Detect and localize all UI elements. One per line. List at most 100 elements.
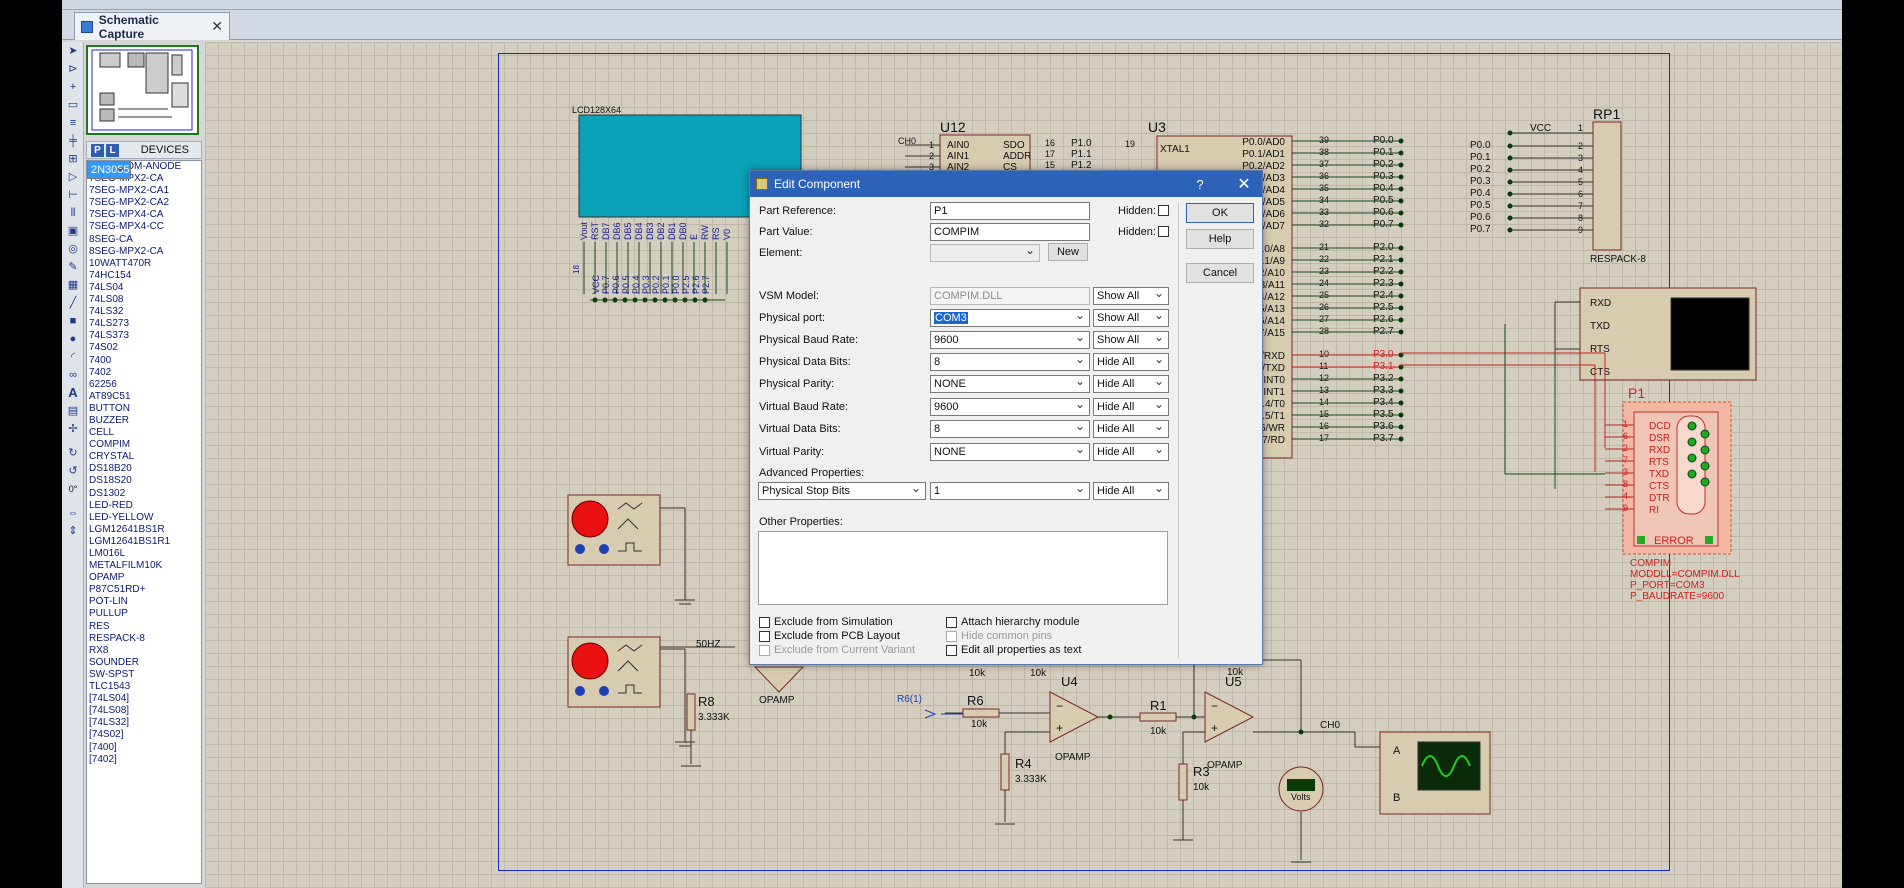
device-item[interactable]: 7SEG-MPX4-CA bbox=[89, 209, 164, 221]
subcircuit-tool-icon[interactable]: ⊞ bbox=[68, 153, 78, 165]
physical-parity-visibility-select[interactable]: Hide All bbox=[1093, 373, 1169, 393]
exclude-variant-checkbox[interactable] bbox=[759, 645, 770, 656]
circle-tool-icon[interactable]: ● bbox=[69, 333, 77, 345]
device-item[interactable]: 74LS08 bbox=[89, 294, 124, 306]
symbol-tool-icon[interactable]: ▤ bbox=[67, 405, 79, 417]
part-reference-field[interactable]: P1 bbox=[930, 202, 1090, 220]
attach-hierarchy-checkbox[interactable] bbox=[946, 617, 957, 628]
device-item[interactable]: 74LS273 bbox=[89, 318, 130, 330]
device-item[interactable]: RESPACK-8 bbox=[89, 632, 145, 644]
pin-tool-icon[interactable]: ⊢ bbox=[68, 189, 78, 201]
mirror-x-icon[interactable]: ⇔ bbox=[67, 507, 79, 519]
physical-parity-select[interactable]: NONE bbox=[930, 373, 1090, 393]
physical-data-bits-visibility-select[interactable]: Hide All bbox=[1093, 351, 1169, 371]
component-tool-icon[interactable]: ⊳ bbox=[68, 63, 78, 75]
physical-data-bits-select[interactable]: 8 bbox=[930, 351, 1090, 371]
tape-tool-icon[interactable]: ▣ bbox=[67, 225, 79, 237]
device-item[interactable]: BUZZER bbox=[89, 414, 129, 426]
device-item[interactable]: 10WATT470R bbox=[89, 257, 152, 269]
tab-schematic-capture[interactable]: Schematic Capture ✕ bbox=[74, 12, 230, 41]
ok-button[interactable]: OK bbox=[1186, 203, 1254, 223]
device-item[interactable]: [7402] bbox=[89, 753, 117, 765]
select-tool-icon[interactable]: ➤ bbox=[68, 45, 78, 57]
vsm-model-field[interactable]: COMPIM.DLL bbox=[930, 287, 1090, 305]
graph-tool-icon[interactable]: ⫴ bbox=[70, 207, 76, 219]
overview-panel[interactable] bbox=[86, 45, 199, 135]
device-item[interactable]: [74LS04] bbox=[89, 693, 130, 705]
device-item[interactable]: LED-YELLOW bbox=[89, 511, 154, 523]
close-dialog-icon[interactable]: ✕ bbox=[1237, 176, 1251, 193]
device-item[interactable]: [74S02] bbox=[89, 729, 124, 741]
device-item[interactable]: 7SEG-COM-ANODE bbox=[89, 161, 182, 172]
physical-port-select[interactable]: COM3 bbox=[930, 307, 1090, 327]
device-item[interactable]: [7400] bbox=[89, 741, 117, 753]
probe-tool-icon[interactable]: ✎ bbox=[68, 261, 78, 273]
hidden-reference-checkbox[interactable] bbox=[1158, 205, 1169, 216]
virtual-baud-visibility-select[interactable]: Hide All bbox=[1093, 396, 1169, 416]
device-item[interactable]: DS18S20 bbox=[89, 475, 132, 487]
device-item[interactable]: [74LS08] bbox=[89, 705, 130, 717]
bus-tool-icon[interactable]: ╪ bbox=[69, 135, 77, 147]
device-item[interactable]: METALFILM10K bbox=[89, 560, 163, 572]
device-item[interactable]: 74LS32 bbox=[89, 306, 124, 318]
device-item[interactable]: AT89C51 bbox=[89, 390, 131, 402]
label-tool-icon[interactable]: ▭ bbox=[67, 99, 79, 111]
physical-baud-visibility-select[interactable]: Show All bbox=[1093, 329, 1169, 349]
physical-port-visibility-select[interactable]: Show All bbox=[1093, 307, 1169, 327]
device-item[interactable]: DS1302 bbox=[89, 487, 126, 499]
exclude-simulation-checkbox[interactable] bbox=[759, 617, 770, 628]
device-item[interactable]: 7400 bbox=[89, 354, 112, 366]
element-select[interactable] bbox=[930, 242, 1040, 262]
device-item[interactable]: 8SEG-MPX2-CA bbox=[89, 245, 164, 257]
part-value-field[interactable]: COMPIM bbox=[930, 223, 1090, 241]
device-item[interactable]: PULLUP bbox=[89, 608, 128, 620]
device-item[interactable]: LED-RED bbox=[89, 499, 133, 511]
library-manager-button[interactable]: L bbox=[106, 143, 119, 157]
advanced-value-select[interactable]: 1 bbox=[930, 480, 1090, 500]
device-item[interactable]: P87C51RD+ bbox=[89, 584, 146, 596]
device-item[interactable]: LGM12641BS1R bbox=[89, 523, 165, 535]
device-item[interactable]: 62256 bbox=[89, 378, 117, 390]
cancel-button[interactable]: Cancel bbox=[1186, 263, 1254, 283]
device-item[interactable]: DS18B20 bbox=[89, 463, 132, 475]
rotate-cw-icon[interactable]: ↻ bbox=[68, 447, 78, 459]
other-properties-textarea[interactable] bbox=[758, 531, 1168, 605]
device-item[interactable]: OPAMP bbox=[89, 572, 125, 584]
virtual-data-bits-select[interactable]: 8 bbox=[930, 418, 1090, 438]
device-item[interactable]: 7SEG-MPX4-CC bbox=[89, 221, 165, 233]
terminal-tool-icon[interactable]: ▷ bbox=[68, 171, 78, 183]
device-item[interactable]: CELL bbox=[89, 427, 115, 439]
advanced-property-select[interactable]: Physical Stop Bits bbox=[758, 480, 926, 500]
advanced-visibility-select[interactable]: Hide All bbox=[1093, 480, 1169, 500]
virtual-parity-visibility-select[interactable]: Hide All bbox=[1093, 441, 1169, 461]
device-item[interactable]: 74HC154 bbox=[89, 269, 132, 281]
device-item[interactable]: 7SEG-MPX2-CA2 bbox=[89, 197, 170, 209]
rotate-ccw-icon[interactable]: ↺ bbox=[68, 465, 78, 477]
help-button[interactable]: Help bbox=[1186, 229, 1254, 249]
virtual-data-bits-visibility-select[interactable]: Hide All bbox=[1093, 418, 1169, 438]
device-item[interactable]: POT-LIN bbox=[89, 596, 128, 608]
new-element-button[interactable]: New bbox=[1048, 243, 1088, 261]
device-item[interactable]: 2N3055 bbox=[87, 161, 131, 179]
text-draw-tool-icon[interactable]: A bbox=[68, 385, 78, 400]
virtual-baud-select[interactable]: 9600 bbox=[930, 396, 1090, 416]
close-tab-icon[interactable]: ✕ bbox=[211, 18, 223, 34]
device-item[interactable]: LGM12641BS1R1 bbox=[89, 535, 171, 547]
path-tool-icon[interactable]: ∞ bbox=[69, 369, 77, 381]
junction-tool-icon[interactable]: + bbox=[69, 81, 77, 93]
device-item[interactable]: 74LS04 bbox=[89, 281, 124, 293]
text-tool-icon[interactable]: ≡ bbox=[69, 117, 77, 129]
device-item[interactable]: 74S02 bbox=[89, 342, 118, 354]
device-item[interactable]: LM016L bbox=[89, 548, 126, 559]
context-help-icon[interactable]: ? bbox=[1196, 176, 1204, 192]
device-item[interactable]: TLC1543 bbox=[89, 681, 131, 693]
hide-common-pins-checkbox[interactable] bbox=[946, 631, 957, 642]
line-tool-icon[interactable]: ╱ bbox=[69, 297, 77, 309]
device-item[interactable]: 74LS373 bbox=[89, 330, 130, 342]
device-item[interactable]: [74LS32] bbox=[89, 717, 130, 729]
device-item[interactable]: 7402 bbox=[89, 366, 112, 378]
device-item[interactable]: RX8 bbox=[89, 644, 109, 656]
device-item[interactable]: 8SEG-CA bbox=[89, 233, 133, 245]
physical-baud-select[interactable]: 9600 bbox=[930, 329, 1090, 349]
exclude-pcb-checkbox[interactable] bbox=[759, 631, 770, 642]
